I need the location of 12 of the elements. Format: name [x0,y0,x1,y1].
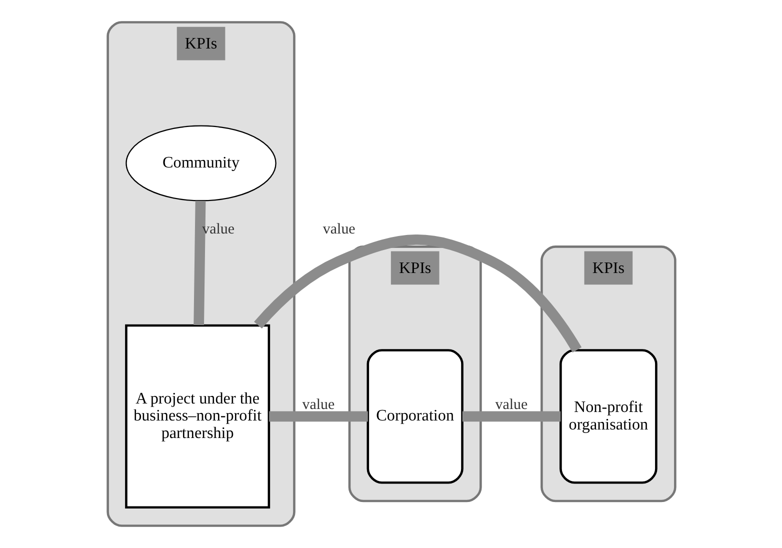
edge-label: value [494,396,528,413]
connector [268,411,368,422]
node-box: Non-profit organisation [559,349,657,484]
edge-label: value [302,396,334,413]
node-ellipse: Community [125,125,276,202]
edge-label: value [202,221,234,238]
connector [254,234,582,353]
connector [193,200,206,326]
edge-label: value [322,221,355,238]
node-box: A project under the business–non-profit partnership [124,324,270,508]
node-box: Corporation [366,349,463,484]
connector [462,411,560,422]
